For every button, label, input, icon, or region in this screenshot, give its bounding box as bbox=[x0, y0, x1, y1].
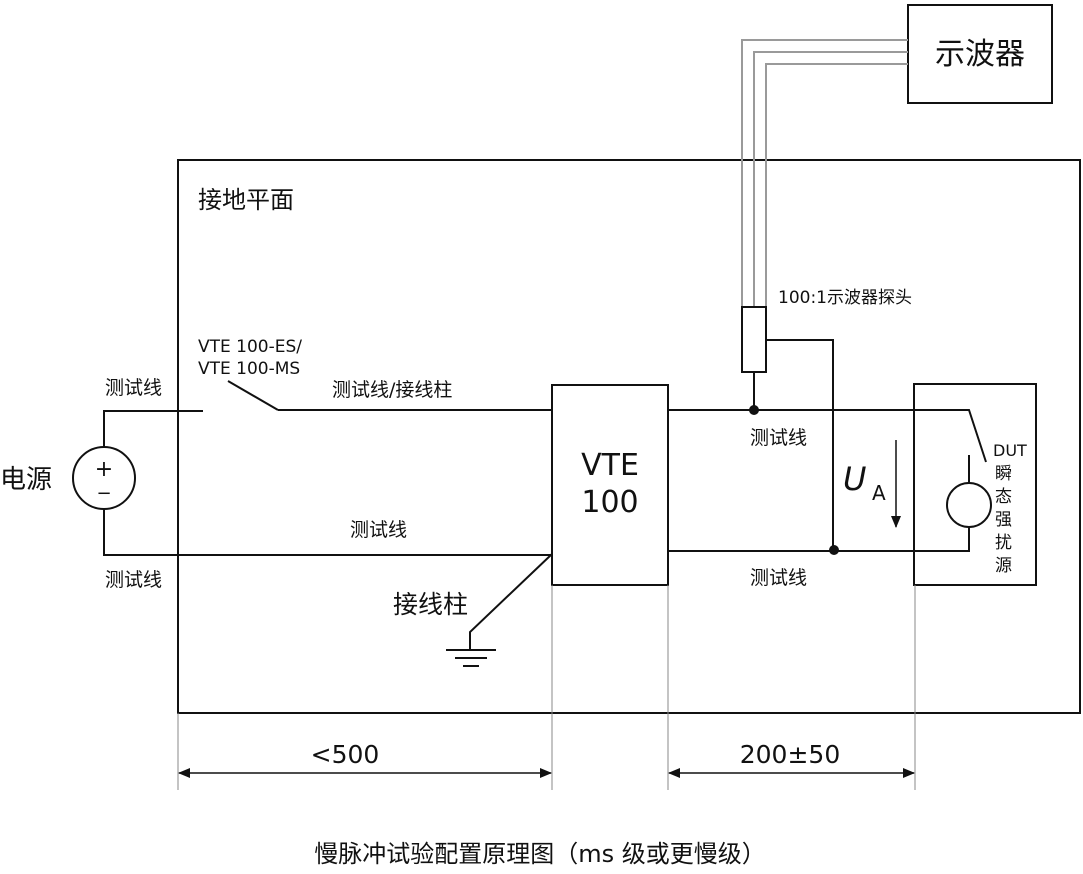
test-lead-label-mid: 测试线 bbox=[350, 519, 407, 541]
test-lead-label-left-top: 测试线 bbox=[105, 377, 162, 399]
power-source-label: 电源 bbox=[0, 465, 52, 495]
dut-desc-char: 扰 bbox=[995, 533, 1012, 553]
dimension-right-label: 200±50 bbox=[740, 740, 840, 769]
probe-label: 100:1示波器探头 bbox=[778, 288, 912, 308]
switch bbox=[227, 380, 279, 411]
terminal-label: 接线柱 bbox=[393, 590, 468, 619]
dut-desc-char: 态 bbox=[995, 487, 1012, 507]
test-lead-terminal-label: 测试线/接线柱 bbox=[332, 379, 452, 401]
dut-desc-char: 强 bbox=[995, 510, 1012, 530]
test-lead-label-right-bottom: 测试线 bbox=[750, 567, 807, 589]
dut-description: 瞬 态 强 扰 源 bbox=[995, 464, 1012, 576]
dut-label: DUT bbox=[993, 441, 1027, 460]
switch-model-2: VTE 100-MS bbox=[198, 359, 300, 379]
vte-label-1: VTE bbox=[581, 448, 639, 483]
test-lead-label-left-bottom: 测试线 bbox=[105, 569, 162, 591]
oscilloscope-box bbox=[907, 4, 1053, 104]
junction-dot bbox=[749, 405, 759, 415]
dut-desc-char: 瞬 bbox=[995, 464, 1012, 484]
ground-plane bbox=[177, 159, 1081, 714]
diagram-caption: 慢脉冲试验配置原理图（ms 级或更慢级） bbox=[314, 840, 766, 868]
voltage-subscript: A bbox=[872, 481, 886, 505]
switch-model-1: VTE 100-ES/ bbox=[198, 337, 302, 357]
vte-label-2: 100 bbox=[581, 485, 638, 520]
oscilloscope-label: 示波器 bbox=[935, 37, 1025, 72]
vte-100-box bbox=[551, 384, 669, 586]
dut-source-symbol bbox=[946, 482, 992, 528]
junction-dot bbox=[829, 545, 839, 555]
test-lead-label-right-top: 测试线 bbox=[750, 427, 807, 449]
source-minus: − bbox=[96, 483, 111, 504]
probe-cable bbox=[741, 39, 908, 307]
dimension-left-label: <500 bbox=[311, 740, 380, 769]
voltage-symbol: U bbox=[843, 460, 866, 498]
source-plus: + bbox=[95, 457, 113, 482]
ground-icon bbox=[446, 649, 496, 667]
dut-desc-char: 源 bbox=[995, 556, 1012, 576]
probe bbox=[741, 306, 767, 373]
ground-plane-label: 接地平面 bbox=[198, 186, 294, 214]
dut-box bbox=[913, 383, 1037, 586]
